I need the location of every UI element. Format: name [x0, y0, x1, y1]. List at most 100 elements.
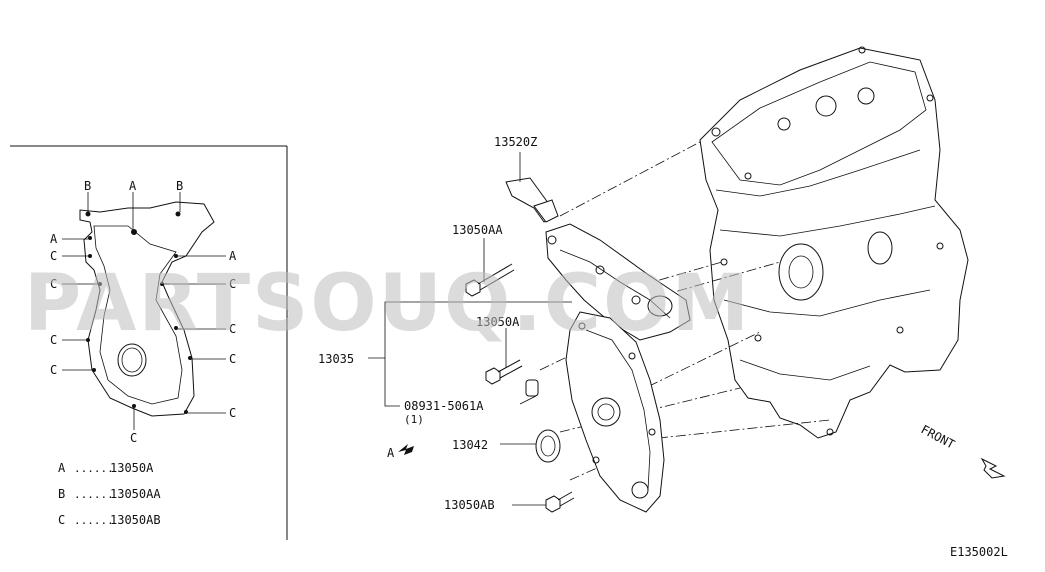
leader-13035-upper: [368, 301, 572, 359]
label-13050aa: 13050AA: [452, 223, 503, 237]
label-front: FRONT: [919, 422, 957, 451]
lower-cover-bolt-hole: [578, 322, 586, 330]
bolt-13050a: [485, 359, 523, 385]
callout-leaders: [368, 152, 572, 506]
inset-label-c: C: [229, 277, 236, 291]
head-gasket-line: [715, 149, 921, 197]
inset-label-c: C: [50, 363, 57, 377]
upper-cover-bolt-hole: [547, 235, 557, 245]
block-bolt: [711, 127, 721, 137]
alignment-line: [559, 141, 701, 217]
inset-label-a: A: [229, 249, 237, 263]
block-rib: [719, 205, 936, 237]
upper-cover-bolt-hole: [631, 295, 641, 305]
inset-bolt-point: [132, 404, 136, 408]
inset-bolt-point: [92, 368, 96, 372]
label-08931-5061a: 08931-5061A: [404, 399, 484, 413]
legend-part: 13050AB: [110, 513, 161, 527]
lower-cover-bolt-hole: [592, 456, 600, 464]
inset-label-c: C: [50, 277, 57, 291]
view-a-arrow-icon: [398, 444, 414, 455]
bolt-13050a-head: [485, 367, 501, 385]
label-13035: 13035: [318, 352, 354, 366]
oil-cap: [815, 95, 837, 117]
inset-label-c: C: [50, 249, 57, 263]
inset-label-a: A: [129, 179, 137, 193]
bolt-13050ab: [545, 491, 575, 513]
inset-legend: A ...... 13050A B ...... 13050AA C .....…: [58, 461, 161, 527]
block-rib: [739, 359, 871, 381]
oil-seal-inner: [540, 435, 556, 457]
inset-label-c: C: [229, 406, 236, 420]
lower-cover-seal-bore-inner: [597, 403, 615, 421]
bolt-13050aa-head: [465, 279, 481, 297]
lower-cover-rib: [585, 329, 651, 491]
inset-bolt-point: [85, 211, 91, 217]
legend-letter: B: [58, 487, 65, 501]
inset-bolt-point: [175, 211, 181, 217]
label-pin-qty: (1): [404, 413, 424, 426]
block-bolt: [936, 242, 944, 250]
bolt-13050a-shank: [497, 359, 521, 373]
block-bolt: [858, 46, 866, 54]
block-port: [867, 231, 893, 265]
front-cover-parts: [465, 177, 691, 513]
upper-cover-bolt-hole: [595, 265, 605, 275]
inset-bolt-point: [88, 254, 92, 258]
oil-seal-13042: [535, 429, 561, 463]
engine-block-outline: [699, 47, 969, 439]
block-rib: [723, 289, 931, 317]
lower-front-cover: [565, 311, 665, 513]
alignment-line: [659, 261, 781, 297]
inset-bolt-point: [160, 282, 164, 286]
block-bolt: [896, 326, 904, 334]
legend-part: 13050A: [110, 461, 154, 475]
label-13050ab: 13050AB: [444, 498, 495, 512]
lower-cover-bolt-hole: [628, 352, 636, 360]
legend-dots: ......: [74, 514, 114, 527]
inset-bolt-point: [188, 356, 192, 360]
inset-bolt-point: [86, 338, 90, 342]
upper-cover-rib: [559, 249, 671, 319]
block-bolt-heads: [711, 46, 944, 436]
lower-cover-bolt-hole: [648, 428, 656, 436]
inset-letter-labels: B A B A C C C C A C C C C C: [50, 179, 237, 445]
block-bolt: [754, 334, 762, 342]
alignment-line: [639, 419, 831, 441]
leader-pin: [519, 395, 537, 405]
inset-label-c: C: [229, 322, 236, 336]
cover-bracket-tab: [533, 199, 559, 223]
diagram-code: E135002L: [950, 545, 1008, 559]
head-plug: [777, 117, 791, 131]
lower-cover-seal-bore: [591, 397, 621, 427]
block-bore: [778, 243, 824, 301]
front-arrow-icon: [980, 457, 1006, 479]
block-bolt: [720, 258, 728, 266]
inset-bolt-point: [98, 282, 102, 286]
leader-13035-lower: [384, 358, 400, 407]
engine-block: [699, 46, 969, 439]
block-bore-inner: [788, 255, 814, 289]
inset-bolt-points: [85, 211, 192, 414]
inset-gasket-outline: [79, 201, 215, 417]
label-view-a: A: [387, 446, 395, 460]
inset-seal-hole-inner: [121, 347, 143, 373]
label-13520z: 13520Z: [494, 135, 537, 149]
inset-seal-hole: [117, 343, 147, 377]
legend-letter: A: [58, 461, 66, 475]
bolt-13050a-shank: [499, 365, 523, 379]
inset-bolt-point: [131, 229, 137, 235]
dowel-pin-08931-5061a: [525, 379, 539, 397]
inset-gasket-inner: [93, 225, 183, 405]
upper-front-cover: [545, 223, 691, 341]
bolt-13050ab-shank: [557, 491, 573, 501]
label-13050a: 13050A: [476, 315, 520, 329]
inset-bolt-point: [174, 254, 178, 258]
block-bolt: [744, 172, 752, 180]
legend-letter: C: [58, 513, 65, 527]
inset-bolt-point: [174, 326, 178, 330]
legend-dots: ......: [74, 462, 114, 475]
block-bolt: [826, 428, 834, 436]
inset-bolt-point: [184, 410, 188, 414]
